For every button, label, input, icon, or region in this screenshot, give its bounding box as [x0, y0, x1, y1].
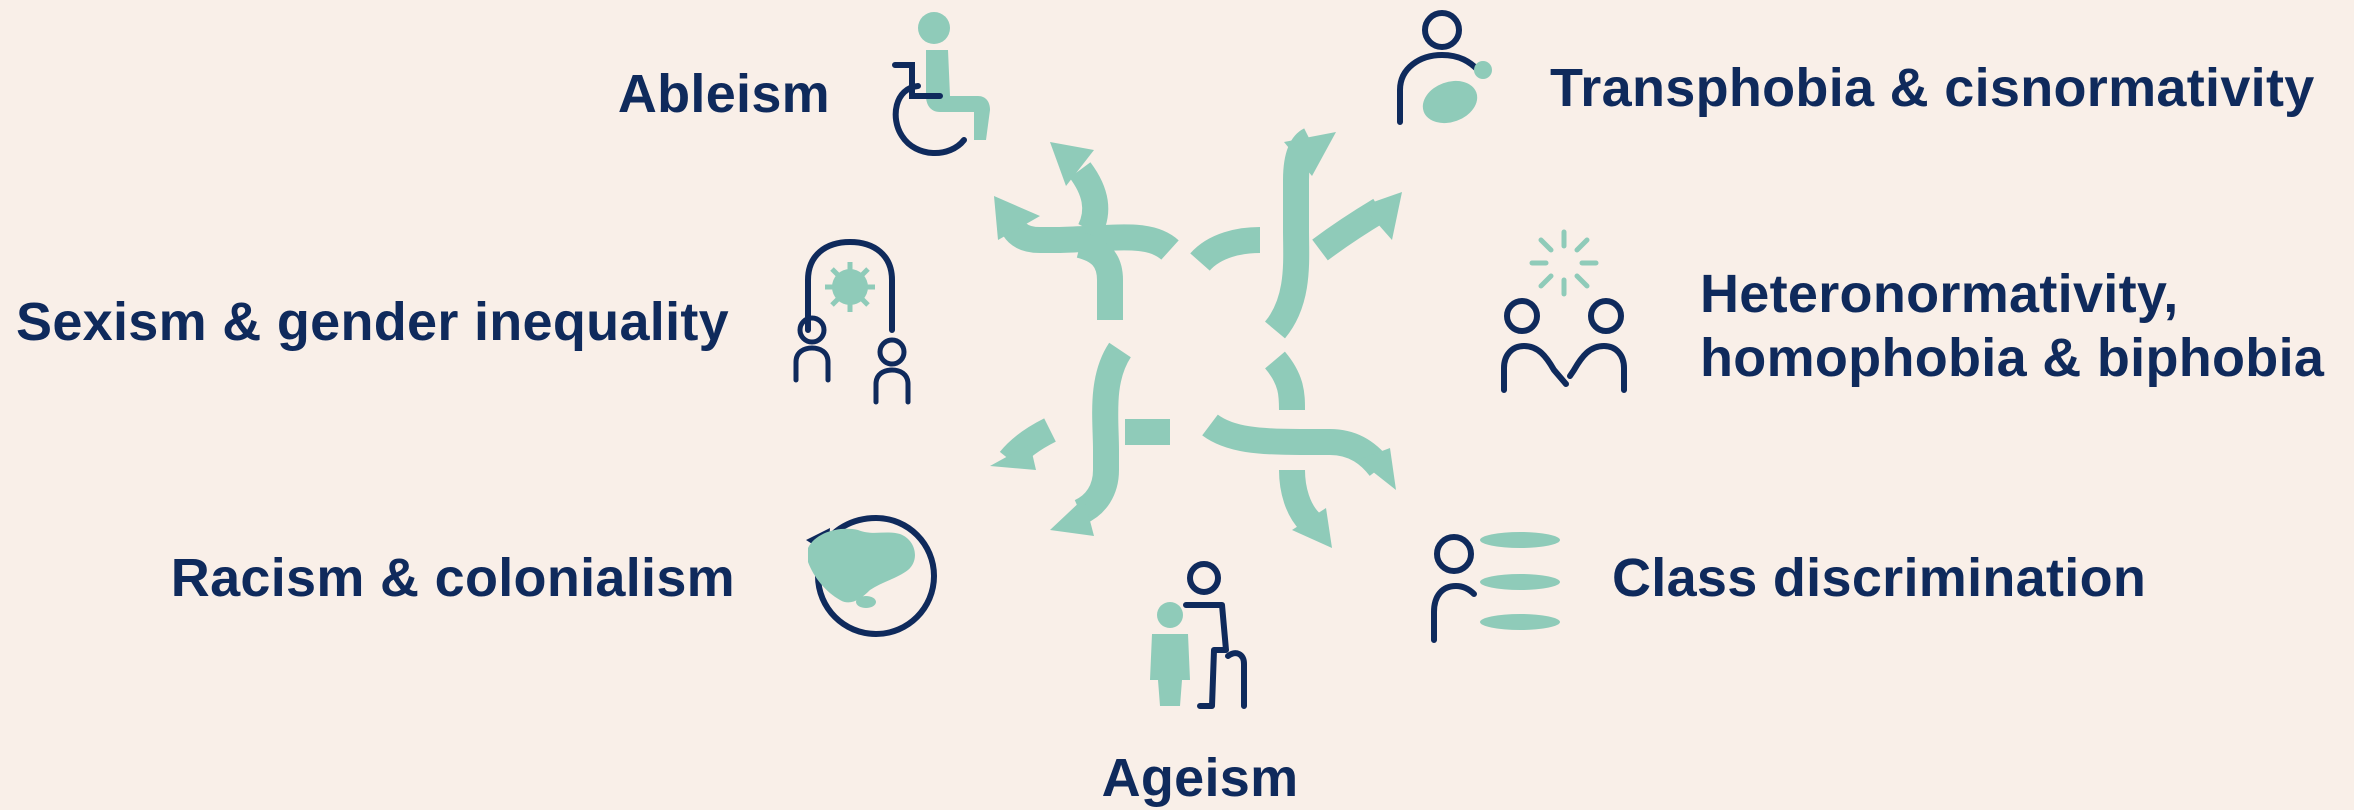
- two-people-with-sparkle-icon: [1501, 229, 1627, 393]
- arrowhead-right-bottom: [1358, 448, 1396, 490]
- wheelchair-user-icon: [892, 12, 990, 156]
- arrowhead-left-bottom: [990, 444, 1036, 470]
- arrowhead-down-right: [1292, 508, 1332, 548]
- center-arrows-icon: [998, 128, 1391, 532]
- label-hetero-line2: homophobia & biphobia: [1700, 328, 2325, 388]
- arrowhead-left: [994, 196, 1040, 240]
- arrowhead-up-right: [1284, 132, 1336, 176]
- arrowhead-down-left: [1050, 498, 1094, 536]
- two-people-with-symbol-icon: [793, 238, 911, 405]
- globe-with-arrow-icon: [806, 514, 938, 638]
- label-ableism: Ableism: [617, 64, 830, 124]
- label-transphobia: Transphobia & cisnormativity: [1550, 58, 2315, 118]
- label-racism: Racism & colonialism: [170, 548, 735, 608]
- adult-and-elder-with-cane-icon: [1150, 561, 1247, 709]
- arrowhead-up-left: [1050, 142, 1094, 186]
- person-with-shapes-icon: [1397, 10, 1492, 125]
- label-heteronormativity: Heteronormativity, homophobia & biphobia: [1700, 262, 2324, 390]
- center-arrowheads: [990, 132, 1402, 548]
- label-hetero-line1: Heteronormativity,: [1700, 264, 2179, 324]
- arrowhead-right: [1362, 192, 1402, 240]
- person-with-stacked-ovals-icon: [1431, 532, 1560, 643]
- label-ageism: Ageism: [1101, 748, 1299, 808]
- label-class-discrimination: Class discrimination: [1612, 548, 2147, 608]
- label-sexism: Sexism & gender inequality: [16, 292, 730, 352]
